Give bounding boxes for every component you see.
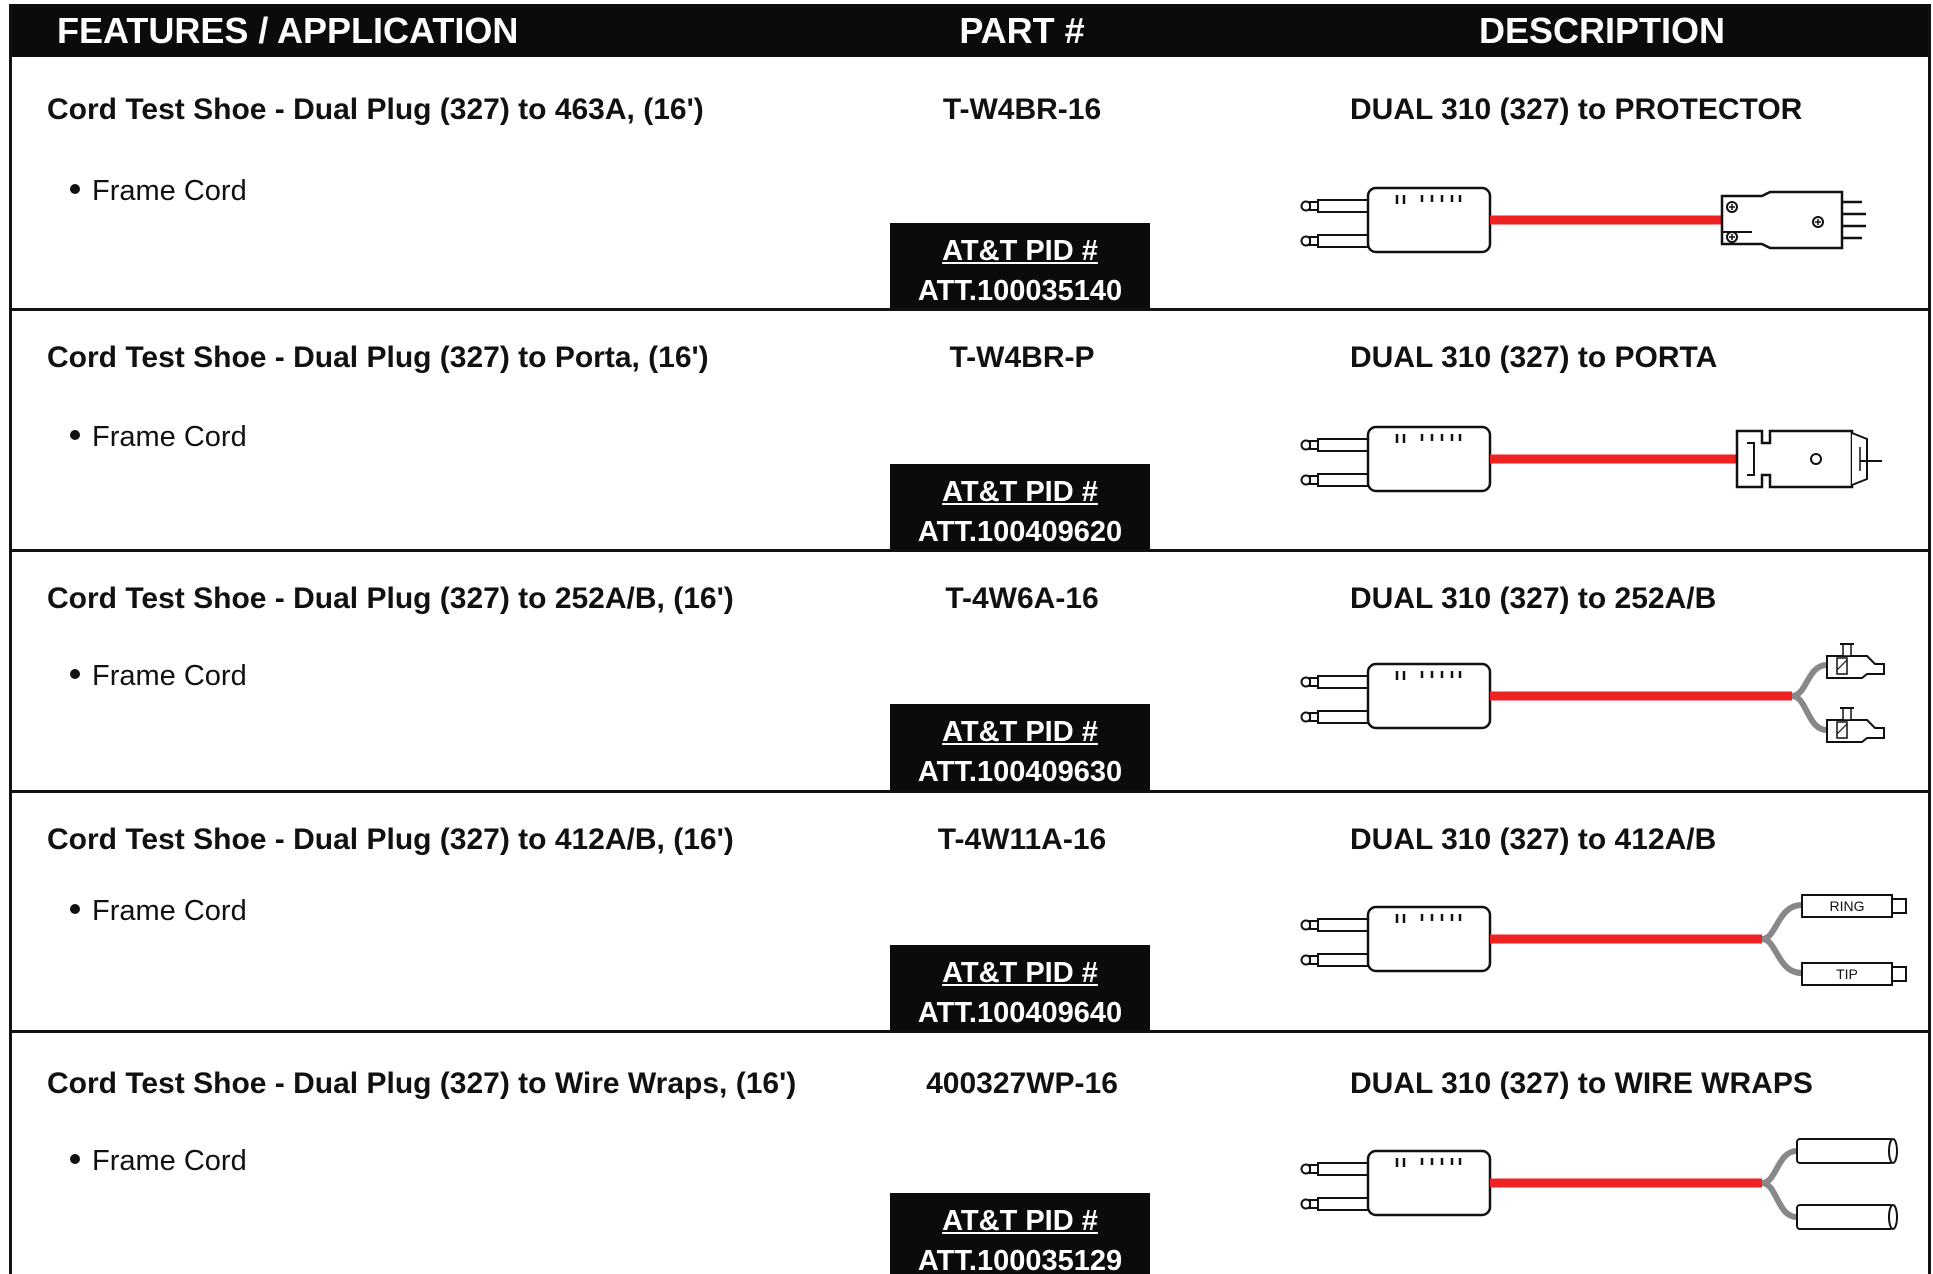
cord-diagram: RING TIP <box>1300 894 1907 986</box>
table-row: Cord Test Shoe - Dual Plug (327) to Port… <box>12 311 1928 552</box>
ring-label: RING <box>1830 898 1865 914</box>
pid-label: AT&T PID # <box>942 476 1098 508</box>
pid-badge: AT&T PID # ATT.100035129 <box>890 1193 1150 1274</box>
bullet-dot-icon <box>70 184 80 195</box>
description-text: DUAL 310 (327) to PORTA <box>1350 341 1718 374</box>
pid-badge: AT&T PID # ATT.100035140 <box>890 223 1150 308</box>
bullet-dot-icon <box>70 904 80 915</box>
part-number: 400327WP-16 <box>926 1067 1118 1100</box>
feature-text: Frame Cord <box>92 175 247 207</box>
pid-label: AT&T PID # <box>942 1205 1098 1237</box>
dual-plug-icon <box>1300 662 1492 730</box>
table-header: FEATURES / APPLICATION PART # DESCRIPTIO… <box>12 4 1928 57</box>
table-row: Cord Test Shoe - Dual Plug (327) to 252A… <box>12 552 1928 793</box>
dual-plug-icon <box>1300 905 1492 973</box>
description-text: DUAL 310 (327) to 252A/B <box>1350 582 1717 615</box>
feature-bullet: Frame Cord <box>70 895 247 928</box>
dual-plug-icon <box>1300 425 1492 493</box>
part-number: T-4W11A-16 <box>937 823 1107 856</box>
pid-label: AT&T PID # <box>942 235 1098 267</box>
feature-bullet: Frame Cord <box>70 421 247 454</box>
part-number: T-4W6A-16 <box>945 582 1099 615</box>
gray-lead <box>1791 662 1828 699</box>
header-part-number: PART # <box>959 10 1085 51</box>
cord-diagram <box>1300 186 1866 254</box>
protector-icon <box>1720 190 1866 250</box>
gray-lead <box>1761 902 1803 942</box>
cord-diagram <box>1300 643 1885 743</box>
cord-diagram <box>1300 1138 1898 1230</box>
pid-value: ATT.100409630 <box>917 756 1123 788</box>
feature-text: Frame Cord <box>92 1145 247 1177</box>
description-text: DUAL 310 (327) to PROTECTOR <box>1350 93 1803 126</box>
header-description: DESCRIPTION <box>1478 10 1726 51</box>
feature-bullet: Frame Cord <box>70 660 247 693</box>
bullet-dot-icon <box>70 430 80 441</box>
gray-lead <box>1761 1180 1798 1220</box>
part-number: T-W4BR-P <box>949 341 1095 374</box>
row-title: Cord Test Shoe - Dual Plug (327) to 463A… <box>47 93 704 126</box>
table-row: Cord Test Shoe - Dual Plug (327) to Wire… <box>12 1033 1928 1274</box>
gray-lead <box>1761 1148 1798 1186</box>
header-features: FEATURES / APPLICATION <box>57 10 519 51</box>
porta-connector-icon <box>1735 429 1882 489</box>
cord-diagram <box>1300 425 1882 493</box>
clip-connector-icon <box>1826 643 1885 679</box>
pid-value: ATT.100409620 <box>917 516 1123 548</box>
pid-label: AT&T PID # <box>942 716 1098 748</box>
feature-bullet: Frame Cord <box>70 175 247 208</box>
pid-badge: AT&T PID # ATT.100409620 <box>890 464 1150 549</box>
description-text: DUAL 310 (327) to 412A/B <box>1350 823 1717 856</box>
description-text: DUAL 310 (327) to WIRE WRAPS <box>1350 1067 1813 1100</box>
wire-wrap-icon <box>1796 1138 1898 1230</box>
pid-label: AT&T PID # <box>942 957 1098 989</box>
row-title: Cord Test Shoe - Dual Plug (327) to 252A… <box>47 582 734 615</box>
ring-tip-plug-icon: RING TIP <box>1801 894 1907 986</box>
gray-lead <box>1761 936 1803 976</box>
gray-lead <box>1791 693 1828 733</box>
pid-badge: AT&T PID # ATT.100409640 <box>890 945 1150 1030</box>
feature-bullet: Frame Cord <box>70 1145 247 1178</box>
row-title: Cord Test Shoe - Dual Plug (327) to 412A… <box>47 823 734 856</box>
bullet-dot-icon <box>70 669 80 680</box>
row-title: Cord Test Shoe - Dual Plug (327) to Port… <box>47 341 709 374</box>
dual-plug-icon <box>1300 186 1492 254</box>
table-row: Cord Test Shoe - Dual Plug (327) to 463A… <box>12 57 1928 311</box>
part-number: T-W4BR-16 <box>942 93 1102 126</box>
pid-value: ATT.100035140 <box>917 275 1123 307</box>
feature-text: Frame Cord <box>92 895 247 927</box>
pid-value: ATT.100035129 <box>917 1245 1123 1274</box>
pid-badge: AT&T PID # ATT.100409630 <box>890 704 1150 790</box>
dual-plug-icon <box>1300 1149 1492 1217</box>
table-row: Cord Test Shoe - Dual Plug (327) to 412A… <box>12 793 1928 1033</box>
clip-connector-icon <box>1826 707 1885 743</box>
pid-value: ATT.100409640 <box>917 997 1123 1029</box>
bullet-dot-icon <box>70 1154 80 1165</box>
feature-text: Frame Cord <box>92 421 247 453</box>
product-table: FEATURES / APPLICATION PART # DESCRIPTIO… <box>9 4 1931 1274</box>
row-title: Cord Test Shoe - Dual Plug (327) to Wire… <box>47 1067 797 1100</box>
tip-label: TIP <box>1836 966 1858 982</box>
feature-text: Frame Cord <box>92 660 247 692</box>
